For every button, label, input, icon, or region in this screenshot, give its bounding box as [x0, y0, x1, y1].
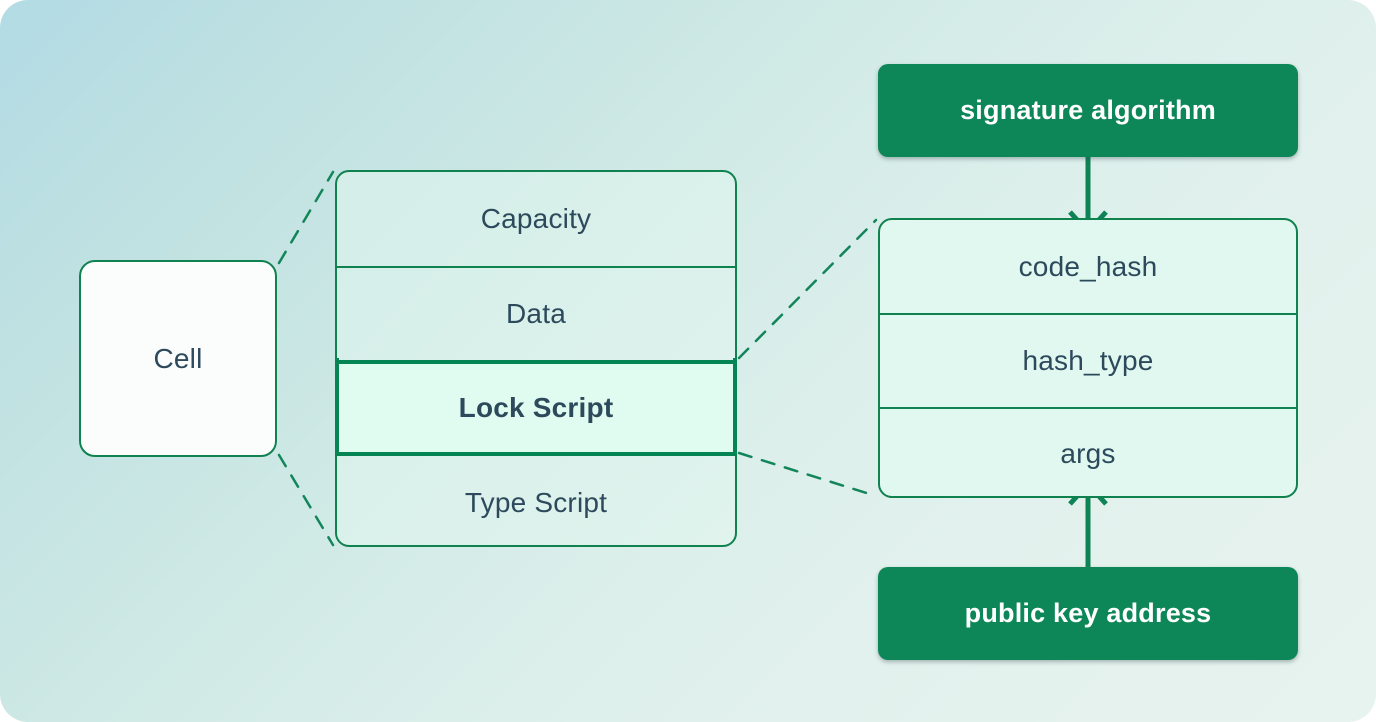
- script-field-hash-type[interactable]: hash_type: [880, 313, 1296, 406]
- cell-field-lock-script-label: Lock Script: [458, 392, 614, 423]
- script-field-code-hash[interactable]: code_hash: [880, 220, 1296, 313]
- cell-field-data[interactable]: Data: [337, 266, 735, 360]
- public-key-address-box[interactable]: public key address: [878, 567, 1298, 660]
- cell-field-lock-script[interactable]: Lock Script: [337, 360, 735, 456]
- cell-field-capacity-label: Capacity: [480, 203, 592, 234]
- script-field-args-label: args: [1060, 438, 1116, 470]
- public-key-address-label: public key address: [964, 598, 1212, 628]
- cell-field-type-script[interactable]: Type Script: [337, 456, 735, 545]
- signature-algorithm-box[interactable]: signature algorithm: [878, 64, 1298, 157]
- signature-algorithm-label: signature algorithm: [960, 95, 1216, 125]
- connector-lock-to-script-bottom: [737, 451, 878, 498]
- script-field-code-hash-label: code_hash: [1018, 250, 1158, 282]
- lock-script-right-edge: [733, 358, 737, 454]
- cell-box[interactable]: Cell: [79, 260, 277, 457]
- connector-cell-to-fields-top: [277, 170, 335, 265]
- script-fields-stack: code_hash hash_type args: [878, 218, 1298, 498]
- cell-field-capacity[interactable]: Capacity: [337, 172, 735, 266]
- script-field-args[interactable]: args: [880, 406, 1296, 496]
- connector-cell-to-fields-bottom: [277, 453, 335, 547]
- cell-fields-stack: Capacity Data Lock Script Type Script: [335, 170, 737, 547]
- connector-lock-to-script-top: [737, 218, 878, 360]
- cell-field-type-script-label: Type Script: [464, 487, 608, 518]
- lock-script-left-edge: [335, 358, 339, 454]
- cell-field-data-label: Data: [506, 298, 566, 329]
- script-field-hash-type-label: hash_type: [1022, 344, 1154, 376]
- cell-label: Cell: [153, 342, 203, 374]
